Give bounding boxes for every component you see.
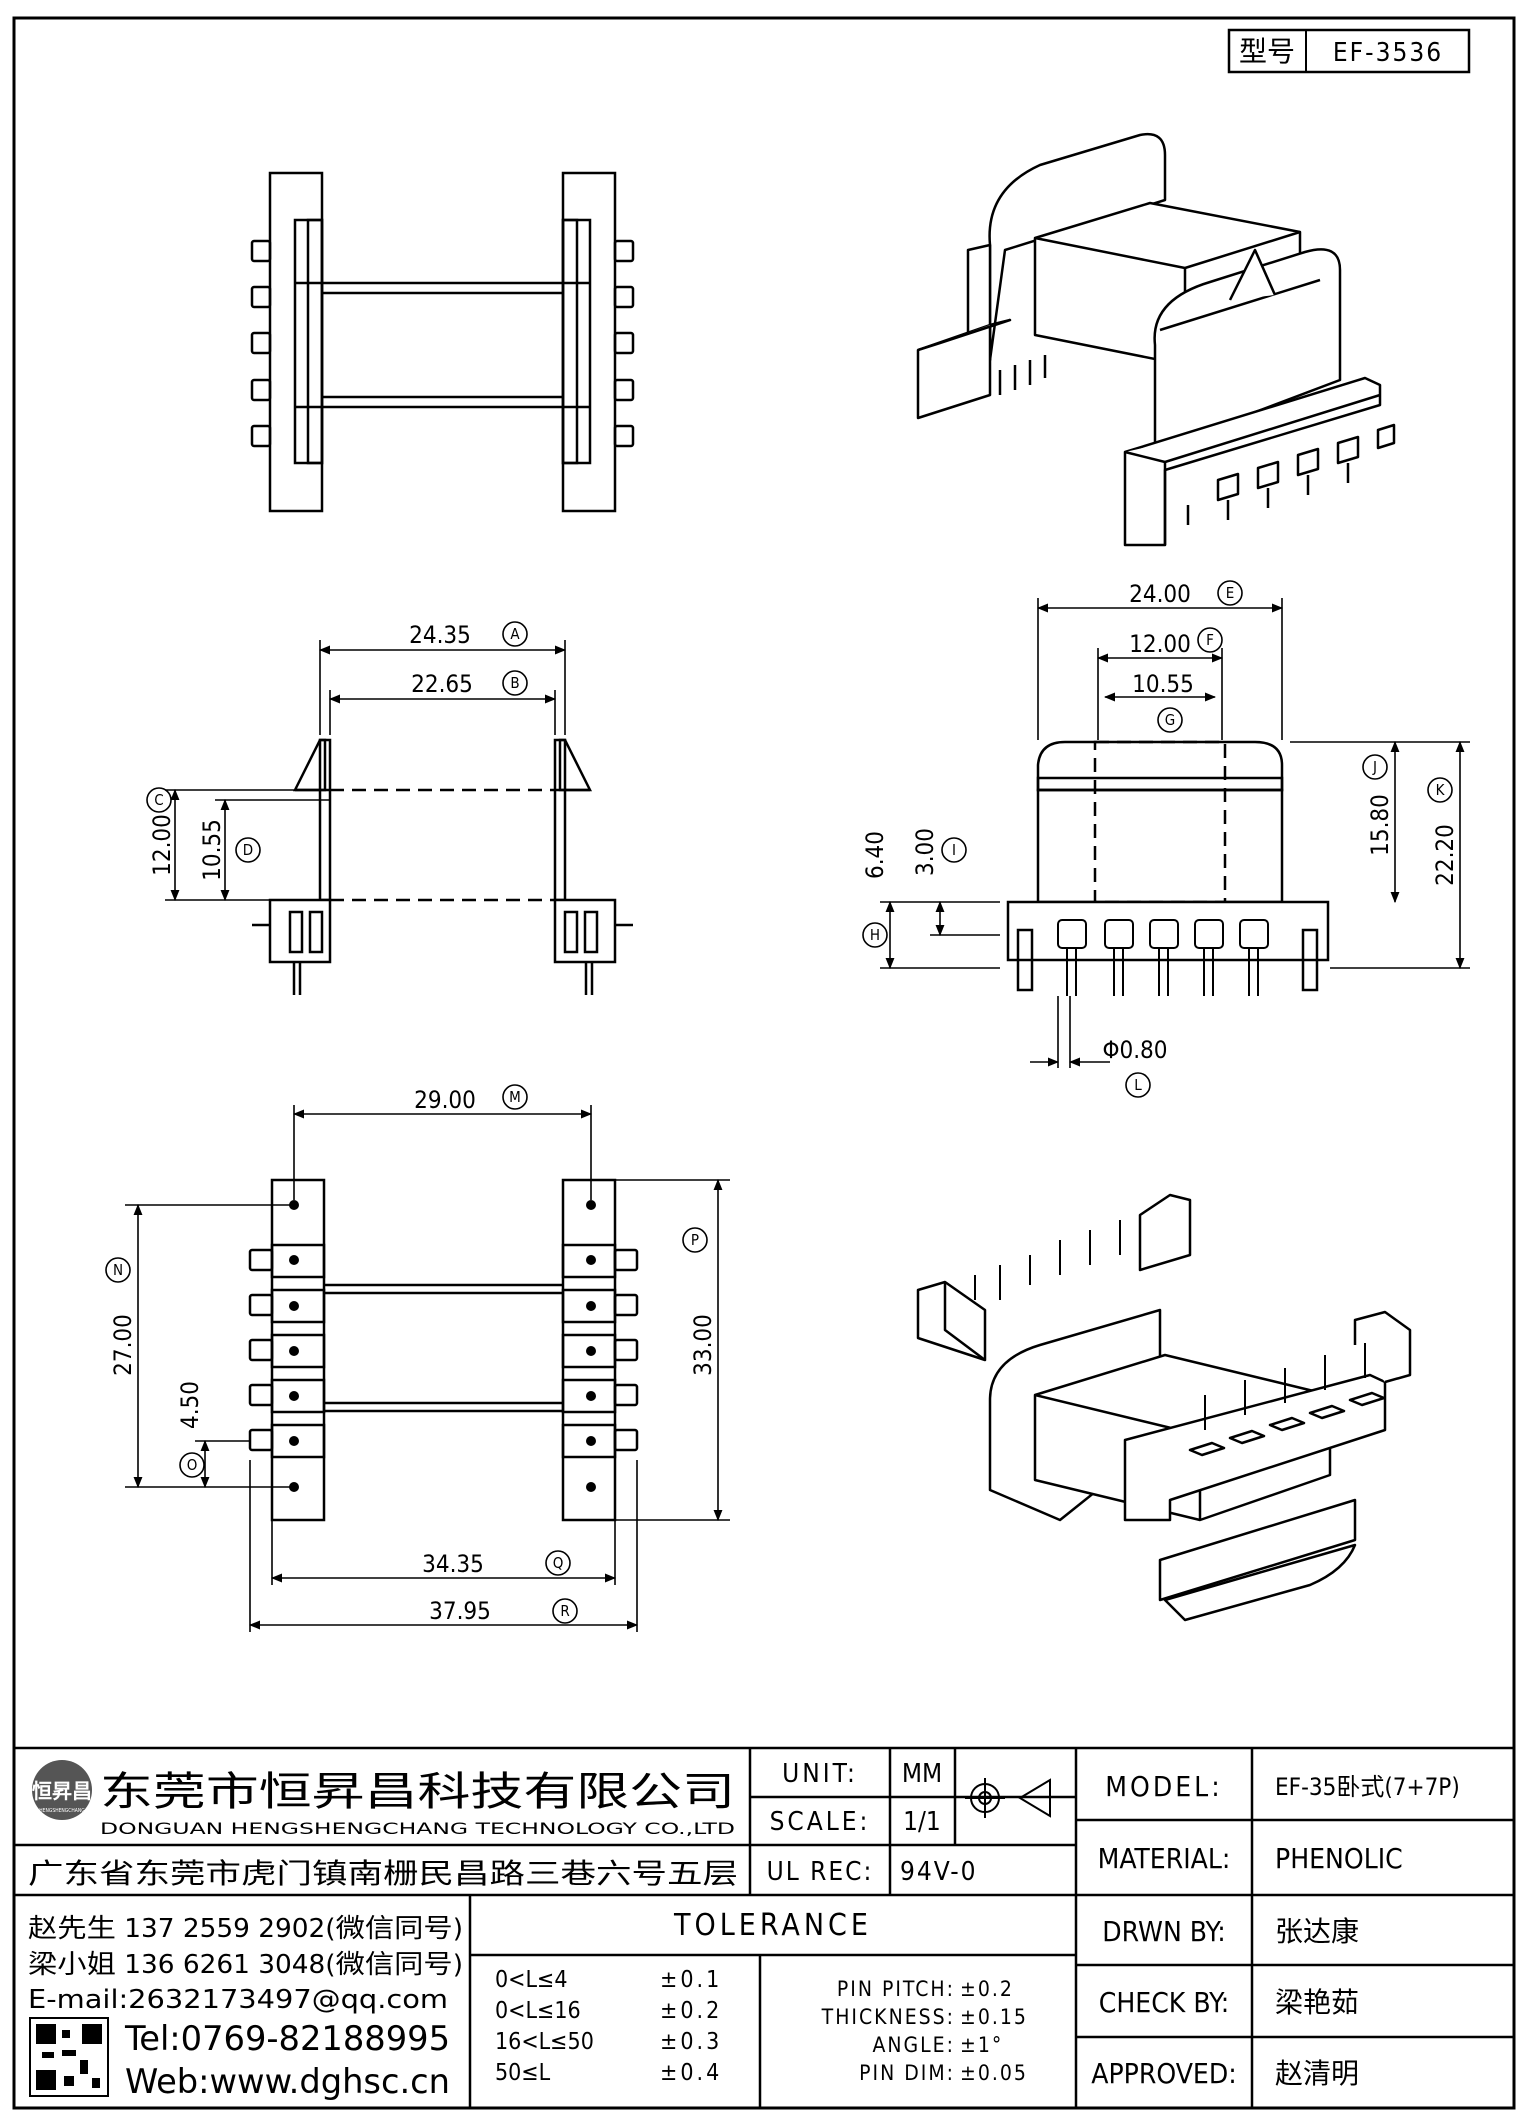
tol-range-0: 0<L≤4: [495, 1967, 568, 1993]
dim-tag-n: N: [113, 1261, 123, 1279]
approved-label: APPROVED:: [1091, 2057, 1236, 2090]
dim-value-b: 22.65: [411, 670, 473, 698]
material-label: MATERIAL:: [1098, 1842, 1231, 1875]
qr-code-icon: [29, 2017, 109, 2097]
dim-value-m: 29.00: [414, 1086, 476, 1114]
check-by-value: 梁艳茹: [1275, 1986, 1359, 2019]
company-name-en: DONGUAN HENGSHENGCHANG TECHNOLOGY CO.,LT…: [100, 1819, 735, 1838]
tol-range-2: 16<L≤50: [495, 2029, 594, 2055]
material-value: PHENOLIC: [1275, 1842, 1403, 1875]
dim-value-k: 22.20: [1431, 824, 1459, 886]
tol-other-label-1: THICKNESS:: [821, 2005, 955, 2029]
dim-value-l: Φ0.80: [1102, 1036, 1167, 1064]
logo-subtext: HENGSHENGCHANG: [39, 1808, 85, 1814]
dim-value-q: 34.35: [422, 1550, 484, 1578]
scale-label: SCALE:: [770, 1807, 871, 1837]
contact-tel: Tel:0769-82188995: [124, 2019, 450, 2059]
dim-value-j: 15.80: [1366, 794, 1394, 856]
dim-tag-o: O: [187, 1456, 198, 1474]
dim-value-c: 12.00: [148, 814, 176, 876]
dim-tag-h: H: [870, 926, 880, 944]
projection-symbol-icon: [965, 1778, 1051, 1818]
dim-tag-r: R: [560, 1602, 569, 1620]
scale-value: 1/1: [903, 1807, 941, 1837]
dim-value-e: 24.00: [1129, 580, 1191, 608]
dim-value-r: 37.95: [429, 1597, 491, 1625]
title-block-lines: [14, 1746, 1514, 2108]
dim-value-a: 24.35: [409, 621, 471, 649]
logo-text: 恒昇昌: [32, 1779, 92, 1803]
contact-email: E-mail:2632173497@qq.com: [28, 1985, 448, 2015]
tol-other-value-0: ±0.2: [960, 1977, 1014, 2001]
dim-tag-e: E: [1226, 584, 1235, 602]
dim-value-o: 4.50: [176, 1381, 204, 1429]
tol-value-2: ±0.3: [660, 2029, 722, 2055]
company-logo: 恒昇昌 HENGSHENGCHANG: [32, 1760, 92, 1820]
dim-tag-b: B: [510, 674, 519, 692]
dim-tag-g: G: [1165, 711, 1175, 729]
unit-label: UNIT:: [782, 1759, 858, 1789]
dim-tag-p: P: [691, 1231, 699, 1249]
dimension-values: 24.35 22.65 12.00 10.55 24.00 12.00 10.5…: [109, 580, 1459, 1625]
ulrec-value: 94V-0: [900, 1857, 978, 1887]
dim-value-f: 12.00: [1129, 630, 1191, 658]
tol-other-label-0: PIN PITCH:: [837, 1977, 955, 2001]
side-view: [1006, 740, 1330, 996]
tol-other-label-3: PIN DIM:: [859, 2061, 955, 2085]
top-view: [250, 171, 635, 513]
isometric-view-bottom: [916, 1193, 1412, 1622]
model-box: 型号 EF-3536: [1227, 28, 1471, 74]
dimension-tag-letters: A B C D E F G H I J K L M N O P Q R: [113, 584, 1446, 1620]
model-value: EF-35卧式(7+7P): [1275, 1773, 1460, 1801]
ulrec-label: UL REC:: [767, 1857, 874, 1887]
approved-value: 赵清明: [1275, 2057, 1359, 2090]
dim-tag-d: D: [243, 841, 253, 859]
dim-value-p: 33.00: [689, 1314, 717, 1376]
model-box-value: EF-3536: [1333, 38, 1443, 68]
dim-value-h: 6.40: [861, 831, 889, 879]
dim-value-d: 10.55: [198, 819, 226, 881]
tol-range-1: 0<L≤16: [495, 1998, 581, 2024]
dim-value-g: 10.55: [1132, 670, 1194, 698]
tol-other-value-2: ±1°: [960, 2033, 1003, 2057]
dim-tag-j: J: [1372, 758, 1377, 776]
bottom-view: [248, 1178, 639, 1522]
dimension-tags: [105, 580, 1453, 1624]
dim-tag-c: C: [154, 791, 163, 809]
tol-other-label-2: ANGLE:: [872, 2033, 955, 2057]
model-box-label: 型号: [1239, 35, 1295, 68]
contact-web: Web:www.dghsc.cn: [125, 2062, 450, 2102]
drawn-by-value: 张达康: [1275, 1915, 1359, 1948]
unit-value: MM: [902, 1759, 942, 1789]
dim-value-n: 27.00: [109, 1314, 137, 1376]
tol-other-value-1: ±0.15: [960, 2005, 1028, 2029]
contact-zhao: 赵先生 137 2559 2902(微信同号): [28, 1914, 463, 1944]
drawing-frame: [12, 16, 1516, 2110]
model-label: MODEL:: [1105, 1770, 1222, 1803]
drawn-by-label: DRWN BY:: [1102, 1915, 1225, 1948]
dim-value-i: 3.00: [911, 828, 939, 876]
tol-other-value-3: ±0.05: [960, 2061, 1028, 2085]
check-by-label: CHECK BY:: [1099, 1986, 1229, 2019]
dim-tag-m: M: [509, 1088, 521, 1106]
dim-tag-a: A: [510, 625, 520, 643]
company-address: 广东省东莞市虎门镇南栅民昌路三巷六号五层: [28, 1857, 738, 1890]
isometric-view-top: [916, 132, 1396, 547]
front-view: [252, 738, 633, 995]
tol-value-1: ±0.2: [660, 1998, 722, 2024]
tol-value-3: ±0.4: [660, 2060, 722, 2086]
contact-liang: 梁小姐 136 6261 3048(微信同号): [28, 1950, 463, 1980]
dim-tag-f: F: [1206, 631, 1214, 649]
tol-range-3: 50≤L: [495, 2060, 551, 2086]
dim-tag-l: L: [1134, 1076, 1142, 1094]
dimension-lines: [125, 598, 1470, 1632]
tolerance-title: TOLERANCE: [673, 1908, 872, 1943]
dim-tag-k: K: [1436, 781, 1446, 799]
company-name-cn: 东莞市恒昇昌科技有限公司: [100, 1769, 735, 1815]
dim-tag-q: Q: [553, 1554, 564, 1572]
tol-value-0: ±0.1: [660, 1967, 722, 1993]
dim-tag-i: I: [952, 841, 956, 859]
